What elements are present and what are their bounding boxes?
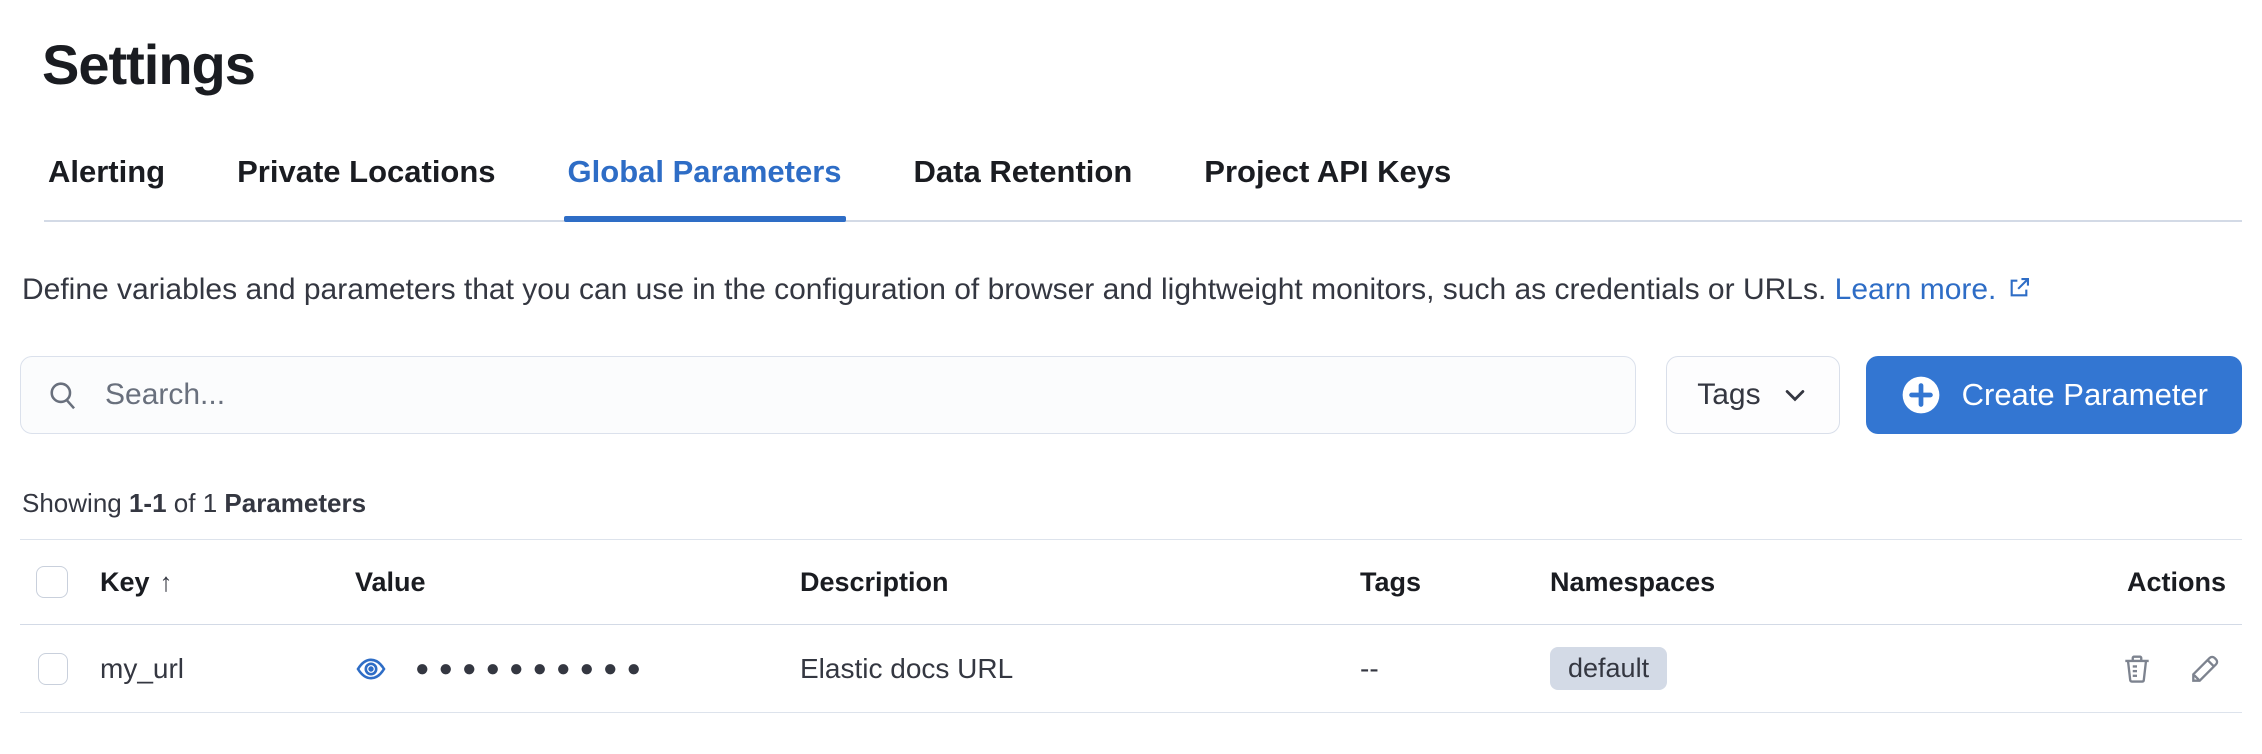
row-checkbox[interactable] (38, 652, 68, 685)
search-field-wrap (20, 356, 1637, 434)
summary-prefix: Showing (22, 488, 122, 518)
tab-private-locations[interactable]: Private Locations (237, 154, 496, 189)
tab-alerting[interactable]: Alerting (48, 154, 166, 189)
row-actions-cell (1954, 630, 2242, 708)
column-header-tags-label: Tags (1360, 566, 1422, 597)
create-parameter-button[interactable]: Create Parameter (1865, 356, 2242, 434)
create-parameter-label: Create Parameter (1961, 377, 2208, 412)
tab-data-retention[interactable]: Data Retention (913, 154, 1133, 189)
column-header-description: Description (784, 541, 1344, 624)
table-row: my_url ●●●●●●●●●● Elastic docs URL -- de… (20, 625, 2242, 713)
namespace-badge: default (1550, 647, 1668, 690)
row-namespaces-cell: default (1534, 625, 1954, 712)
page-title: Settings (42, 33, 256, 96)
row-key-cell: my_url (84, 631, 339, 707)
column-header-namespaces-label: Namespaces (1550, 566, 1716, 597)
tab-global-parameters[interactable]: Global Parameters (563, 148, 846, 222)
trash-icon[interactable] (2120, 652, 2154, 686)
eye-icon[interactable] (355, 653, 387, 685)
chevron-down-icon (1785, 390, 1804, 402)
column-header-value-label: Value (355, 566, 426, 597)
select-all-cell (20, 540, 84, 624)
page-description: Define variables and parameters that you… (22, 266, 2192, 316)
row-value-cell: ●●●●●●●●●● (339, 631, 784, 707)
learn-more-label: Learn more. (1834, 273, 1997, 306)
column-header-actions: Actions (1954, 541, 2242, 624)
column-header-key[interactable]: Key ↑ (84, 541, 339, 624)
column-header-actions-label: Actions (2126, 566, 2226, 597)
column-header-tags: Tags (1344, 541, 1534, 624)
column-header-value: Value (339, 541, 784, 624)
parameters-table: Key ↑ Value Description Tags Namespaces … (20, 539, 2242, 713)
column-header-key-label: Key (100, 566, 150, 597)
description-text: Define variables and parameters that you… (22, 273, 1827, 306)
learn-more-link[interactable]: Learn more. (1835, 273, 2033, 306)
column-header-namespaces: Namespaces (1534, 541, 1954, 624)
plus-in-circle-icon (1902, 376, 1939, 414)
tags-filter-button[interactable]: Tags (1666, 356, 1840, 434)
tags-filter-label: Tags (1697, 378, 1761, 411)
summary-entity: Parameters (224, 488, 367, 518)
masked-parameter-value: ●●●●●●●●●● (415, 654, 650, 682)
results-summary: Showing 1-1 of 1 Parameters (22, 488, 2242, 519)
column-header-description-label: Description (800, 566, 949, 597)
select-all-checkbox[interactable] (36, 566, 68, 598)
sort-ascending-icon: ↑ (159, 566, 173, 597)
pencil-icon[interactable] (2188, 652, 2222, 686)
parameters-toolbar: Tags Create Parameter (20, 356, 2242, 434)
row-description-cell: Elastic docs URL (784, 631, 1344, 707)
parameter-description: Elastic docs URL (800, 652, 1014, 684)
summary-range: 1-1 (128, 488, 167, 518)
search-input[interactable] (20, 356, 1637, 434)
search-icon (50, 382, 76, 410)
row-tags-cell: -- (1344, 631, 1534, 707)
parameter-key: my_url (100, 652, 185, 684)
tab-project-api-keys[interactable]: Project API Keys (1204, 154, 1452, 189)
table-header-row: Key ↑ Value Description Tags Namespaces … (20, 540, 2242, 625)
summary-middle: of 1 (173, 488, 218, 518)
external-link-icon (2006, 268, 2032, 316)
row-select-cell (20, 631, 84, 707)
parameter-tags: -- (1360, 652, 1379, 684)
settings-tabs: Alerting Private Locations Global Parame… (44, 148, 2242, 222)
